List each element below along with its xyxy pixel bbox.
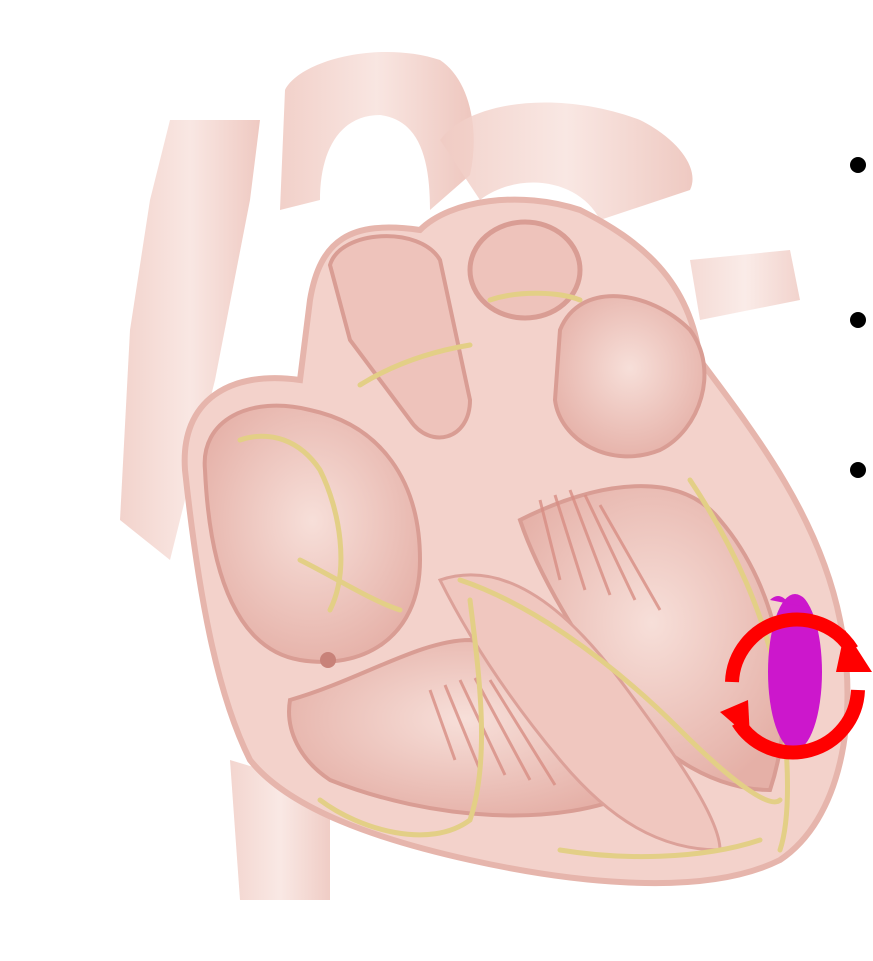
bullet-marker-3	[850, 462, 866, 478]
coronary-sinus	[320, 652, 336, 668]
left-atrium	[555, 296, 704, 456]
pulmonary-valve	[470, 222, 580, 318]
pulmonary-vein	[690, 250, 800, 320]
bullet-marker-2	[850, 312, 866, 328]
aorta-arch	[280, 52, 474, 210]
bullet-marker-1	[850, 157, 866, 173]
